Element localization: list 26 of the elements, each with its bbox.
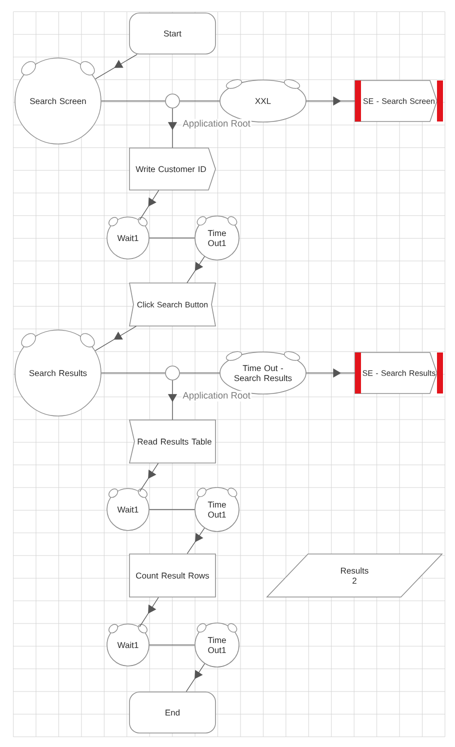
arrow [139, 597, 159, 628]
connector-line [149, 644, 195, 646]
connector-line [101, 372, 166, 374]
edge-label: Application Root [182, 390, 252, 402]
edge-label: Application Root [182, 118, 252, 130]
notched-box: Read Results Table [129, 420, 216, 464]
pentagon-box: Write Customer ID [129, 148, 216, 190]
arrow-box: SE - Search Screen [354, 80, 443, 122]
junction-circle [165, 94, 180, 108]
junction-circle [165, 366, 180, 380]
terminal-box: End [129, 692, 216, 734]
terminal-box: Start [129, 12, 216, 54]
arrow [139, 190, 160, 220]
arrow [186, 256, 205, 284]
connector-line [101, 100, 166, 102]
arrow [94, 326, 137, 352]
arrow [95, 54, 138, 80]
arrow [186, 663, 206, 692]
connector-line [180, 372, 220, 374]
process-box: Count Result Rows [129, 554, 216, 598]
arrow [139, 462, 159, 492]
connector-line [180, 100, 220, 102]
bowtie-box: Click Search Button [129, 282, 216, 326]
arrow [186, 528, 205, 554]
connector-line [149, 509, 195, 510]
arrow-box: SE - Search Results [354, 352, 443, 394]
